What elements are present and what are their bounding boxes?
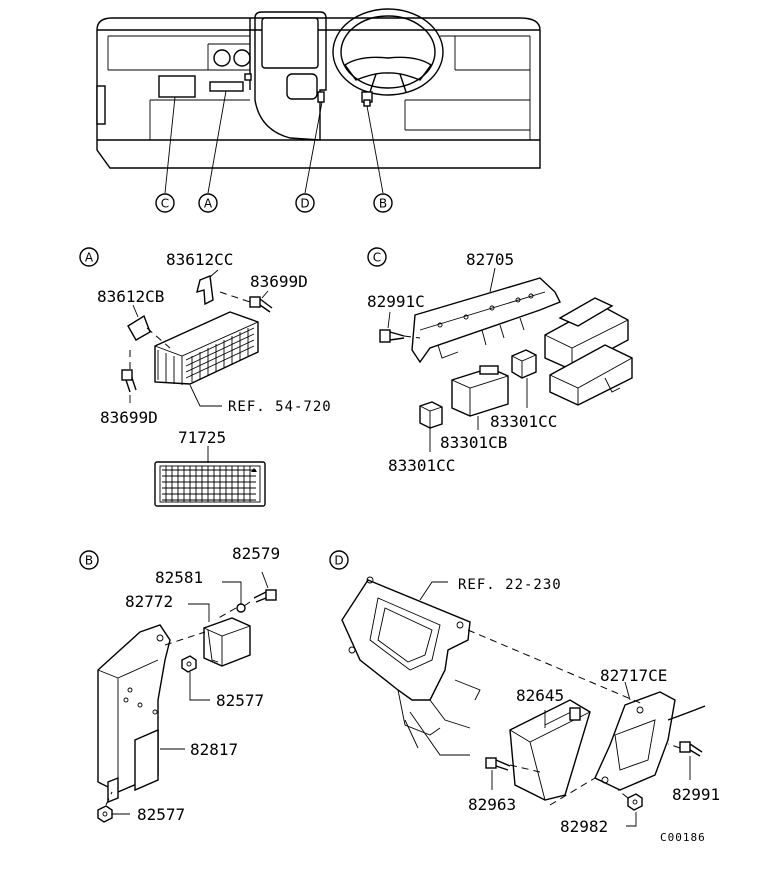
bracket-82705 — [411, 277, 561, 364]
section-b-marker: B — [79, 550, 99, 570]
label-71725: 71725 — [178, 428, 226, 447]
section-c-marker: C — [367, 247, 387, 267]
bolt-82963 — [485, 757, 511, 771]
relay-83301cc-right — [511, 349, 537, 379]
label-82991c: 82991C — [367, 292, 425, 311]
callout-c: C — [155, 193, 175, 213]
relay-83301cc-left — [419, 401, 443, 429]
callout-d: D — [295, 193, 315, 213]
figure-code: C00186 — [660, 831, 706, 844]
svg-text:C: C — [161, 197, 169, 211]
svg-text:D: D — [334, 554, 343, 568]
label-82705: 82705 — [466, 250, 514, 269]
section-d: D — [329, 550, 720, 836]
label-82577-top: 82577 — [216, 691, 264, 710]
section-b: B — [79, 544, 280, 824]
relay-block-grid — [185, 327, 255, 382]
label-ref-54-720: REF. 54-720 — [228, 399, 332, 415]
section-a: A — [79, 247, 332, 507]
label-82817: 82817 — [190, 740, 238, 759]
svg-text:C: C — [373, 251, 381, 265]
nut-82577-top — [181, 655, 197, 673]
label-82579: 82579 — [232, 544, 280, 563]
svg-text:B: B — [85, 554, 93, 568]
dashboard-overview: C A D B — [96, 8, 541, 213]
label-82991: 82991 — [672, 785, 720, 804]
module-82772 — [203, 617, 251, 667]
bolt-82579 — [253, 589, 277, 603]
relay-83301cb — [451, 365, 509, 417]
bracket-82717ce — [594, 691, 706, 791]
nut-82577-bottom — [97, 805, 113, 823]
label-83699d-bottom: 83699D — [100, 408, 158, 427]
bolt-82991 — [679, 741, 703, 757]
label-82963: 82963 — [468, 795, 516, 814]
svg-text:D: D — [300, 197, 309, 211]
bolt-83699d-bottom — [121, 369, 137, 393]
label-83301cc-left: 83301CC — [388, 456, 455, 475]
svg-text:B: B — [379, 197, 387, 211]
label-83301cb: 83301CB — [440, 433, 507, 452]
label-82772: 82772 — [125, 592, 173, 611]
svg-text:A: A — [204, 197, 213, 211]
bracket-ref-22-230 — [341, 576, 481, 756]
callout-b: B — [373, 193, 393, 213]
bolt-82991c — [379, 329, 405, 343]
bolt-83699d-top — [249, 296, 273, 313]
svg-text:A: A — [85, 251, 94, 265]
nut-82982 — [627, 793, 643, 811]
label-82645: 82645 — [516, 686, 564, 705]
label-82577-bottom: 82577 — [137, 805, 185, 824]
panel-71725 — [154, 461, 266, 507]
section-d-marker: D — [329, 550, 349, 570]
label-82982: 82982 — [560, 817, 608, 836]
label-83612cb: 83612CB — [97, 287, 164, 306]
label-ref-22-230: REF. 22-230 — [458, 577, 562, 593]
label-83612cc: 83612CC — [166, 250, 233, 269]
bracket-82817 — [97, 624, 171, 804]
callout-a: A — [198, 193, 218, 213]
label-82581: 82581 — [155, 568, 203, 587]
section-a-marker: A — [79, 247, 99, 267]
label-83301cc-right: 83301CC — [490, 412, 557, 431]
label-82717ce: 82717CE — [600, 666, 667, 685]
label-83699d-top: 83699D — [250, 272, 308, 291]
relay-cluster — [544, 297, 633, 406]
module-82645 — [509, 699, 591, 801]
section-c: C — [367, 247, 633, 475]
